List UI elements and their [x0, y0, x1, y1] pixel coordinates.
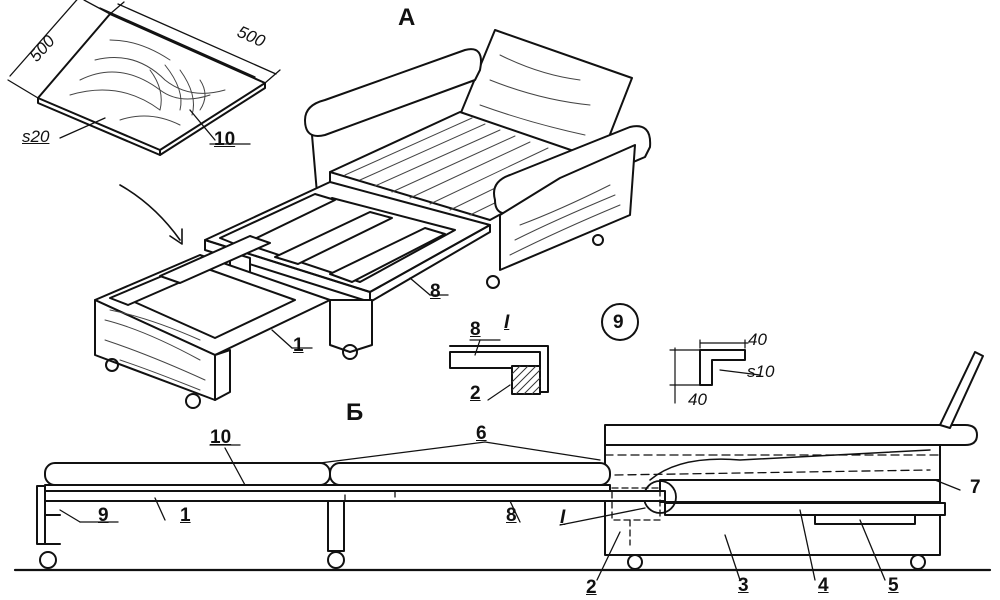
side-view-extension [13, 462, 992, 572]
side-label-1: 1 [180, 505, 191, 526]
side-label-4: 4 [818, 575, 829, 596]
detail-joint [449, 339, 549, 401]
detail-mark: I [504, 312, 510, 333]
part-label-rail: 8 [430, 281, 441, 302]
extension-frame [94, 181, 491, 409]
part-label-panel: 10 [214, 129, 236, 150]
detail-part-2: 2 [470, 383, 481, 404]
side-label-7: 7 [970, 477, 981, 498]
side-label-5: 5 [888, 575, 899, 596]
bracket-circle-number: 9 [613, 312, 624, 333]
part-label-frame: 1 [293, 335, 304, 356]
panel-board [37, 13, 266, 156]
panel-thickness-dim: s20 [22, 127, 50, 146]
side-label-9: 9 [98, 505, 109, 526]
view-label-b: Б [346, 399, 364, 426]
side-label-I: I [560, 507, 566, 528]
bracket-dim-bottom: 40 [688, 390, 707, 409]
panel-dimension-lines [7, 0, 281, 99]
side-view-leaders [59, 441, 961, 581]
bracket-detail [601, 303, 761, 404]
view-label-a: А [398, 4, 416, 31]
side-label-2: 2 [586, 577, 597, 598]
detail-part-8: 8 [470, 319, 481, 340]
side-view-armchair [604, 351, 984, 570]
bracket-dim-thickness: s10 [747, 362, 775, 381]
side-label-8: 8 [506, 505, 517, 526]
side-label-3: 3 [738, 575, 749, 596]
side-label-10: 10 [210, 427, 232, 448]
bracket-dim-top: 40 [748, 330, 767, 349]
armchair-assembled [304, 29, 652, 289]
side-label-6: 6 [476, 423, 487, 444]
assembly-arrow [119, 184, 183, 245]
